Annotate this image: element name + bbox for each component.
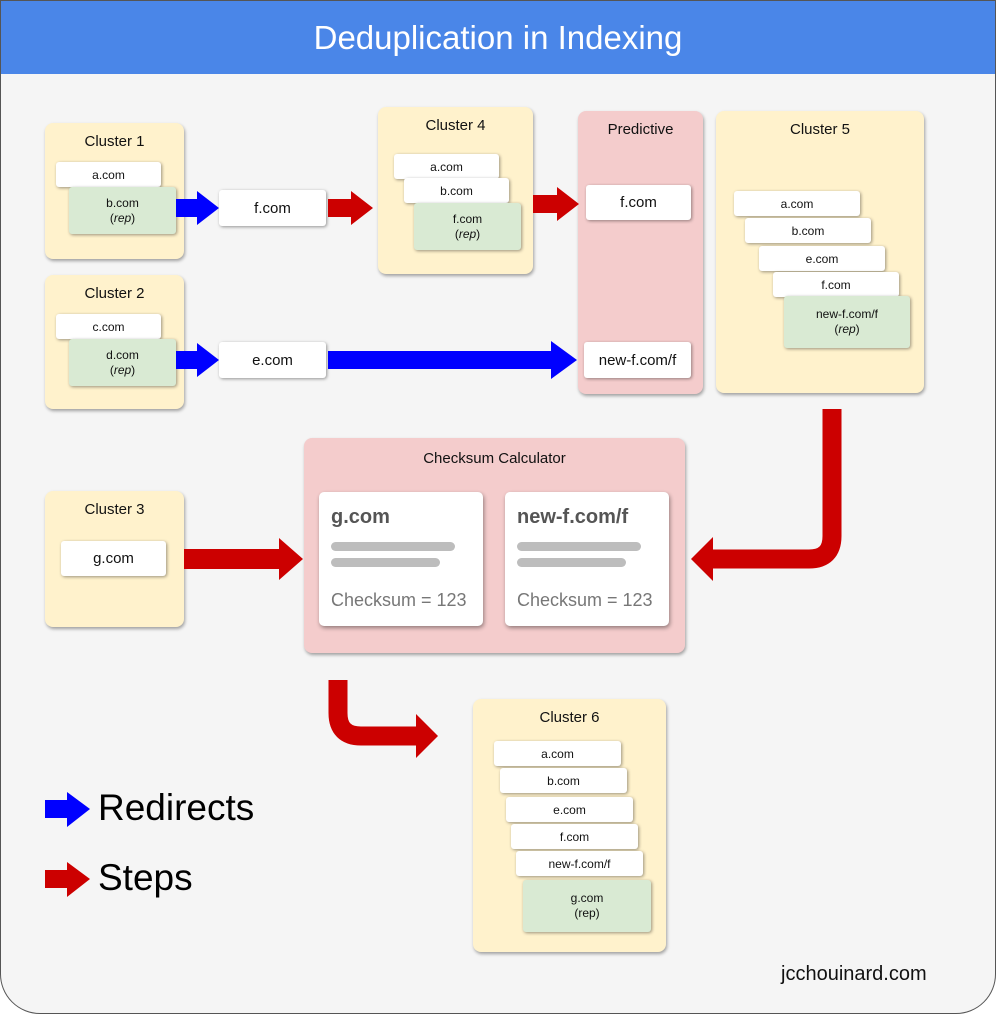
redirect-target-e-com: e.com xyxy=(219,342,326,378)
cluster-6-rep: g.com (rep) xyxy=(523,880,651,932)
cluster-6-item: f.com xyxy=(511,824,638,849)
cluster-5-rep: new-f.com/f (rep) xyxy=(784,296,910,348)
cluster-2-title: Cluster 2 xyxy=(84,285,145,302)
cluster-5-item: b.com xyxy=(745,218,871,243)
redirect-target-e-com-label: e.com xyxy=(252,351,293,369)
rep-word: rep xyxy=(113,210,132,225)
cluster-6-rep-note: (rep) xyxy=(574,906,600,920)
cluster-4-item: b.com xyxy=(404,178,509,203)
cluster-4-rep: f.com (rep) xyxy=(414,203,521,250)
step-arrow xyxy=(184,538,303,580)
cluster-1-rep: b.com (rep) xyxy=(69,187,176,234)
cluster-6-rep-label: g.com xyxy=(570,891,604,905)
cluster-2-item: c.com xyxy=(56,314,161,339)
legend-redirects: Redirects xyxy=(98,787,255,828)
cluster-1-rep-label: b.com xyxy=(106,195,139,210)
cluster-6-item: a.com xyxy=(494,741,621,766)
cluster-1: Cluster 1 a.com b.com (rep) xyxy=(45,123,184,259)
cluster-6: Cluster 6 a.com b.com e.com f.com new-f.… xyxy=(473,699,666,952)
diagram-title: Deduplication in Indexing xyxy=(1,1,995,74)
checksum-doc-value: Checksum = 123 xyxy=(331,590,467,610)
cluster-4-rep-label: f.com xyxy=(452,211,483,226)
cluster-6-item-label: b.com xyxy=(547,773,580,788)
cluster-4: Cluster 4 a.com b.com f.com (rep) xyxy=(378,107,533,274)
predictive-bottom-label: new-f.com/f xyxy=(598,351,677,369)
cluster-4-item-label: b.com xyxy=(440,183,473,198)
cluster-5-rep-label: new-f.com/f xyxy=(815,307,878,321)
cluster-2: Cluster 2 c.com d.com (rep) xyxy=(45,275,184,409)
cluster-5-item-label: e.com xyxy=(805,251,839,266)
redirect-arrow xyxy=(328,341,577,379)
cluster-1-item-label: a.com xyxy=(92,167,125,182)
cluster-2-rep: d.com (rep) xyxy=(69,339,176,386)
watermark: jcchouinard.com xyxy=(781,963,927,985)
cluster-4-rep-note: (rep) xyxy=(454,226,481,241)
redirect-arrow xyxy=(176,343,219,377)
cluster-4-item: a.com xyxy=(394,154,499,179)
rep-word: rep xyxy=(113,362,132,377)
step-arrow xyxy=(328,191,373,225)
step-arrow xyxy=(533,187,579,221)
cluster-6-item-label: f.com xyxy=(559,829,590,844)
cluster-1-rep-note: (rep) xyxy=(109,210,136,225)
cluster-6-item-label: a.com xyxy=(541,746,574,761)
redirect-target-f-com: f.com xyxy=(219,190,326,226)
checksum-doc-value: Checksum = 123 xyxy=(517,590,653,610)
doc-text-line xyxy=(517,558,626,567)
cluster-5-item: f.com xyxy=(773,272,899,297)
checksum-title: Checksum Calculator xyxy=(423,450,566,467)
step-arrow-head xyxy=(416,714,438,758)
cluster-5-title: Cluster 5 xyxy=(789,121,851,138)
checksum-doc-name: new-f.com/f xyxy=(517,506,629,528)
rep-word: rep xyxy=(838,322,856,336)
cluster-4-item-label: a.com xyxy=(430,159,463,174)
checksum-doc: new-f.com/f Checksum = 123 xyxy=(505,492,669,626)
redirect-arrow xyxy=(176,191,219,225)
cluster-5-item: a.com xyxy=(734,191,860,216)
cluster-4-title: Cluster 4 xyxy=(425,117,486,134)
cluster-1-item: a.com xyxy=(56,162,161,187)
step-arrow-head xyxy=(691,537,713,581)
cluster-5-item: e.com xyxy=(759,246,885,271)
cluster-6-item: e.com xyxy=(506,797,633,822)
cluster-5-item-label: f.com xyxy=(821,277,851,292)
predictive-top-label: f.com xyxy=(620,194,657,211)
predictive-title: Predictive xyxy=(607,121,674,138)
cluster-1-title: Cluster 1 xyxy=(84,133,145,150)
cluster-5: Cluster 5 a.com b.com e.com f.com new-f.… xyxy=(716,111,924,393)
cluster-6-item: b.com xyxy=(500,768,627,793)
cluster-6-item: new-f.com/f xyxy=(516,851,643,876)
step-arrow xyxy=(707,409,842,569)
cluster-2-rep-note: (rep) xyxy=(109,362,136,377)
redirect-target-f-com-label: f.com xyxy=(254,199,291,217)
doc-text-line xyxy=(331,542,455,551)
predictive-panel: Predictive f.com new-f.com/f xyxy=(578,111,703,394)
doc-text-line xyxy=(517,542,641,551)
legend-redirect-arrow xyxy=(45,792,90,827)
cluster-2-rep-label: d.com xyxy=(106,347,139,362)
predictive-top: f.com xyxy=(586,185,691,220)
doc-text-line xyxy=(331,558,440,567)
cluster-3-item-label: g.com xyxy=(93,550,134,567)
cluster-5-item-label: a.com xyxy=(780,196,814,211)
cluster-3-item: g.com xyxy=(61,541,166,576)
cluster-5-item-label: b.com xyxy=(791,223,825,238)
legend-steps: Steps xyxy=(98,857,193,898)
cluster-5-rep-note: (rep) xyxy=(834,322,860,336)
cluster-3: Cluster 3 g.com xyxy=(45,491,184,627)
cluster-6-item-label: new-f.com/f xyxy=(548,856,611,871)
predictive-bottom: new-f.com/f xyxy=(584,342,691,378)
checksum-doc-name: g.com xyxy=(331,506,390,528)
checksum-doc: g.com Checksum = 123 xyxy=(319,492,483,626)
legend-step-arrow xyxy=(45,862,90,897)
cluster-6-title: Cluster 6 xyxy=(539,709,600,726)
cluster-3-title: Cluster 3 xyxy=(84,501,145,518)
checksum-panel: Checksum Calculator g.com Checksum = 123… xyxy=(304,438,685,653)
rep-word: rep xyxy=(458,226,477,241)
cluster-6-item-label: e.com xyxy=(553,802,586,817)
cluster-2-item-label: c.com xyxy=(92,319,125,334)
step-arrow xyxy=(328,680,421,746)
